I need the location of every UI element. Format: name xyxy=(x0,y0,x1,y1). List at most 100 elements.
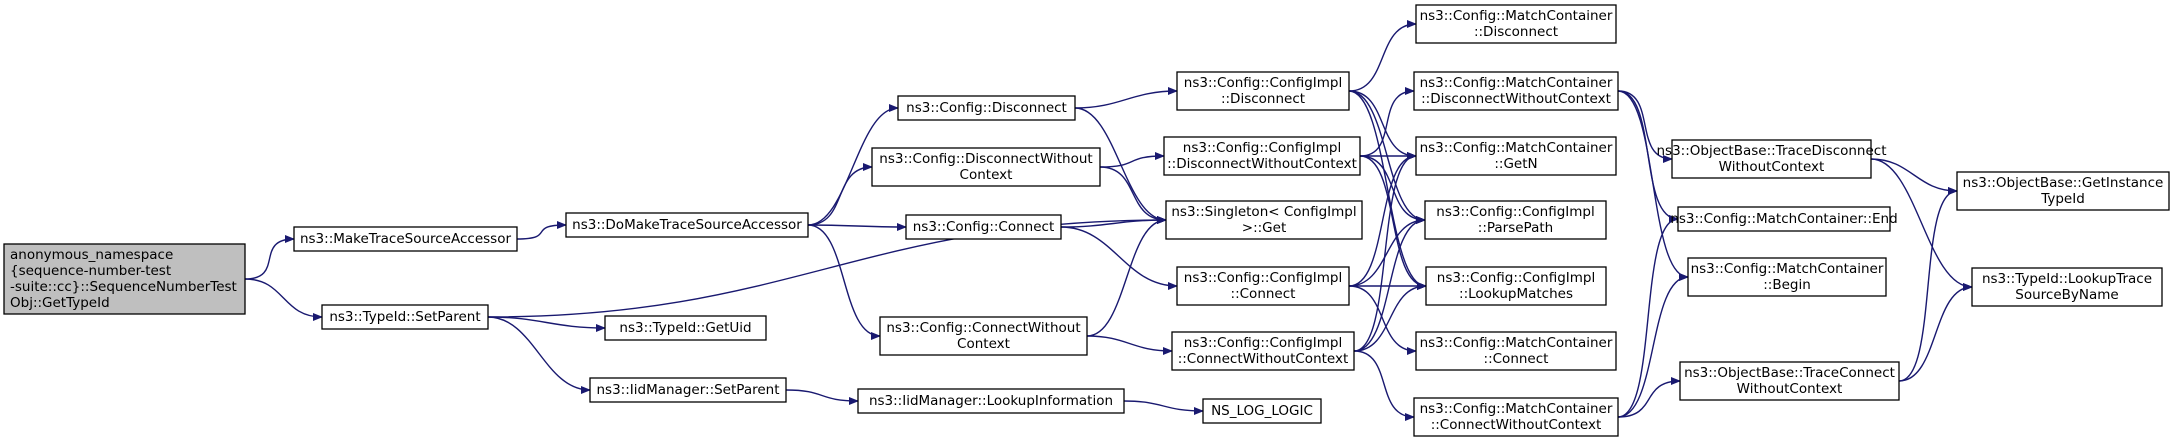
node-make_tsa[interactable]: ns3::MakeTraceSourceAccessor xyxy=(293,226,518,252)
node-mc_disconnect[interactable]: ns3::Config::MatchContainer::Disconnect xyxy=(1415,4,1617,44)
node-mc_begin[interactable]: ns3::Config::MatchContainer::Begin xyxy=(1687,257,1887,297)
edge-mc_connect_wc-to-ob_trace_connect_wc xyxy=(1617,377,1681,418)
edge-ob_trace_connect_wc-to-typeid_lookup_trace xyxy=(1898,283,1973,382)
node-label: ns3::TypeId::SetParent xyxy=(329,309,480,325)
edge-do_make_tsa-to-cfg_disconnect_wc xyxy=(807,163,873,226)
edge-cfg_connect-to-singleton_get xyxy=(1060,216,1167,228)
node-impl_disconnect_wc[interactable]: ns3::Config::ConfigImpl::DisconnectWitho… xyxy=(1163,136,1361,176)
node-label: Context xyxy=(960,167,1013,183)
edge-mc_connect_wc-to-mc_end xyxy=(1617,215,1679,418)
edge-root-to-set_parent xyxy=(244,278,323,321)
edge-iid_set_parent-to-iid_lookup_info xyxy=(785,389,859,405)
node-label: WithoutContext xyxy=(1719,159,1825,175)
node-label: ns3::Config::MatchContainer xyxy=(1420,8,1613,24)
node-label: ::ConnectWithoutContext xyxy=(1178,351,1349,367)
node-label: ns3::Config::MatchContainer xyxy=(1420,401,1613,417)
node-ob_trace_connect_wc[interactable]: ns3::ObjectBase::TraceConnectWithoutCont… xyxy=(1679,361,1900,401)
node-label: ns3::MakeTraceSourceAccessor xyxy=(300,231,511,247)
node-cfg_connect[interactable]: ns3::Config::Connect xyxy=(905,214,1062,240)
node-impl_connect_wc[interactable]: ns3::Config::ConfigImpl::ConnectWithoutC… xyxy=(1171,331,1355,371)
edge-do_make_tsa-to-cfg_disconnect xyxy=(807,104,899,226)
node-box xyxy=(1413,397,1619,437)
node-cfg_disconnect[interactable]: ns3::Config::Disconnect xyxy=(897,95,1076,121)
edge-impl_connect-to-mc_connect xyxy=(1348,285,1417,355)
node-label: ns3::ObjectBase::TraceConnect xyxy=(1684,365,1895,381)
node-label: >::Get xyxy=(1242,220,1286,236)
node-root[interactable]: anonymous_namespace{sequence-number-test… xyxy=(3,243,246,315)
node-label: ns3::IidManager::SetParent xyxy=(597,382,780,398)
node-label: ::GetN xyxy=(1494,156,1537,172)
node-mc_disconnect_wc[interactable]: ns3::Config::MatchContainer::DisconnectW… xyxy=(1413,71,1619,111)
node-label: ::ConnectWithoutContext xyxy=(1431,417,1602,433)
node-label: ns3::IidManager::LookupInformation xyxy=(869,393,1113,409)
edge-mc_connect_wc-to-mc_begin xyxy=(1617,273,1689,418)
node-label: ns3::Config::MatchContainer xyxy=(1691,261,1884,277)
node-label: ns3::ObjectBase::GetInstance xyxy=(1963,175,2164,191)
node-get_uid[interactable]: ns3::TypeId::GetUid xyxy=(604,315,767,341)
node-label: ns3::Config::Connect xyxy=(913,219,1055,235)
node-singleton_get[interactable]: ns3::Singleton< ConfigImpl >::Get xyxy=(1165,200,1363,240)
node-impl_disconnect[interactable]: ns3::Config::ConfigImpl::Disconnect xyxy=(1176,71,1350,111)
node-mc_connect_wc[interactable]: ns3::Config::MatchContainer::ConnectWith… xyxy=(1413,397,1619,437)
edge-ob_trace_disconnect_wc-to-typeid_lookup_trace xyxy=(1870,158,1973,291)
edge-root-to-make_tsa xyxy=(244,235,295,280)
edge-cfg_connect_wc-to-singleton_get xyxy=(1086,216,1167,337)
edge-set_parent-to-get_uid xyxy=(487,316,606,332)
edge-impl_disconnect-to-mc_getn xyxy=(1348,90,1417,160)
node-cfg_connect_wc[interactable]: ns3::Config::ConnectWithoutContext xyxy=(879,316,1088,356)
node-label: ns3::Config::ConfigImpl xyxy=(1436,204,1594,220)
node-box xyxy=(3,243,246,315)
node-do_make_tsa[interactable]: ns3::DoMakeTraceSourceAccessor xyxy=(565,212,809,238)
edge-cfg_disconnect-to-impl_disconnect xyxy=(1074,87,1178,109)
edge-do_make_tsa-to-cfg_connect xyxy=(807,222,907,231)
node-iid_lookup_info[interactable]: ns3::IidManager::LookupInformation xyxy=(857,388,1125,414)
node-box xyxy=(905,214,1062,240)
node-label: ns3::Config::ConfigImpl xyxy=(1437,270,1595,286)
node-label: ns3::Config::MatchContainer::End xyxy=(1670,211,1897,227)
node-label: ns3::Config::ConfigImpl xyxy=(1184,270,1342,286)
edge-impl_disconnect_wc-to-impl_parse_path xyxy=(1359,155,1426,224)
node-label: ::Connect xyxy=(1231,286,1296,302)
node-label: ns3::Config::ConfigImpl xyxy=(1184,75,1342,91)
node-impl_parse_path[interactable]: ns3::Config::ConfigImpl::ParsePath xyxy=(1424,200,1607,240)
node-box xyxy=(857,388,1125,414)
nodes-layer: anonymous_namespace{sequence-number-test… xyxy=(3,4,2170,437)
node-label: ::DisconnectWithoutContext xyxy=(1421,91,1611,107)
node-box xyxy=(897,95,1076,121)
node-box xyxy=(565,212,809,238)
node-box xyxy=(604,315,767,341)
node-box xyxy=(879,316,1088,356)
node-set_parent[interactable]: ns3::TypeId::SetParent xyxy=(321,304,489,330)
edge-cfg_connect_wc-to-impl_connect_wc xyxy=(1086,335,1173,355)
node-box xyxy=(1971,267,2163,307)
edge-cfg_disconnect_wc-to-impl_disconnect_wc xyxy=(1099,152,1165,168)
node-box xyxy=(1956,171,2170,211)
node-label: ::ParsePath xyxy=(1478,220,1553,236)
node-label: ::Disconnect xyxy=(1474,24,1558,40)
edge-impl_disconnect_wc-to-impl_lookup_matches xyxy=(1359,155,1427,290)
node-box xyxy=(1687,257,1887,297)
node-label: ns3::Singleton< ConfigImpl xyxy=(1171,204,1356,220)
node-ob_trace_disconnect_wc[interactable]: ns3::ObjectBase::TraceDisconnectWithoutC… xyxy=(1656,139,1887,179)
node-ns_log_logic[interactable]: NS_LOG_LOGIC xyxy=(1202,398,1322,424)
node-label: ns3::Config::MatchContainer xyxy=(1420,335,1613,351)
node-cfg_disconnect_wc[interactable]: ns3::Config::DisconnectWithoutContext xyxy=(871,147,1101,187)
node-impl_lookup_matches[interactable]: ns3::Config::ConfigImpl::LookupMatches xyxy=(1425,266,1607,306)
node-impl_connect[interactable]: ns3::Config::ConfigImpl::Connect xyxy=(1176,266,1350,306)
node-box xyxy=(1424,200,1607,240)
node-mc_connect[interactable]: ns3::Config::MatchContainer::Connect xyxy=(1415,331,1617,371)
node-label: NS_LOG_LOGIC xyxy=(1211,403,1313,419)
edge-do_make_tsa-to-cfg_connect_wc xyxy=(807,224,881,340)
node-mc_end[interactable]: ns3::Config::MatchContainer::End xyxy=(1670,206,1898,232)
edge-impl_disconnect-to-mc_disconnect xyxy=(1348,20,1417,92)
edge-ob_trace_connect_wc-to-ob_get_instance_typeid xyxy=(1898,187,1958,382)
node-label: ns3::Config::MatchContainer xyxy=(1420,140,1613,156)
node-mc_getn[interactable]: ns3::Config::MatchContainer::GetN xyxy=(1415,136,1617,176)
edge-impl_disconnect-to-impl_lookup_matches xyxy=(1348,90,1427,290)
node-label: ns3::ObjectBase::TraceDisconnect xyxy=(1656,143,1886,159)
node-iid_set_parent[interactable]: ns3::IidManager::SetParent xyxy=(589,377,787,403)
edge-make_tsa-to-do_make_tsa xyxy=(516,221,567,240)
